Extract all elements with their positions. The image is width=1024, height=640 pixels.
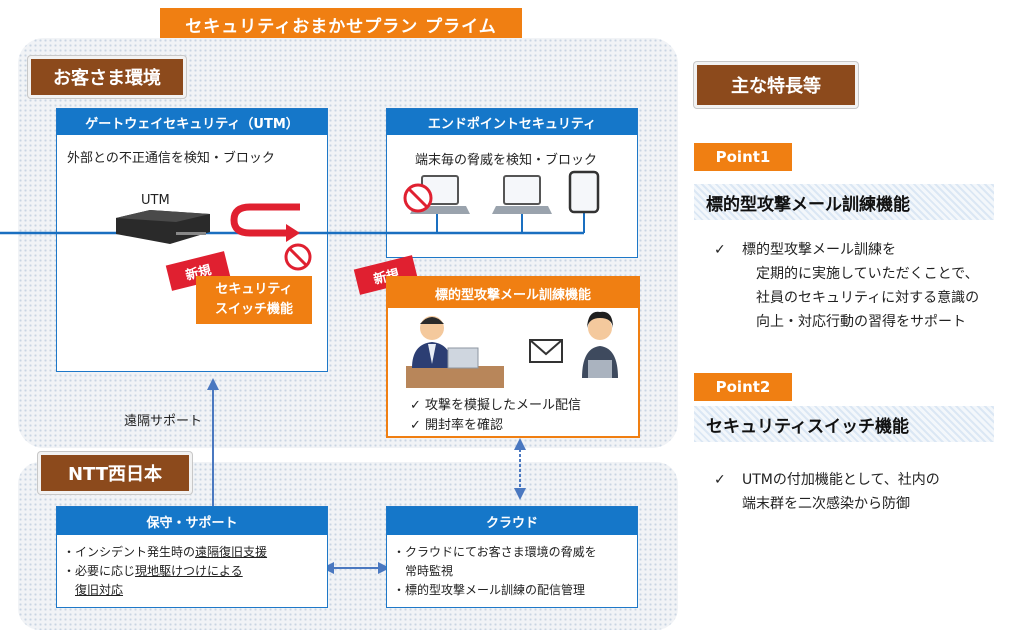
remote-support-arrow — [207, 378, 219, 508]
security-switch-box: セキュリティ スイッチ機能 — [196, 276, 312, 324]
cloud-item-1-cont: 常時監視 — [405, 564, 454, 578]
maintenance-item-1: ・インシデント発生時の遠隔復旧支援 — [63, 545, 268, 559]
plan-title: セキュリティおまかせプラン プライム — [160, 8, 522, 40]
training-cloud-arrow — [514, 438, 526, 500]
features-label: 主な特長等 — [694, 62, 858, 108]
check-icon: ✓ — [714, 242, 726, 258]
point1-line2: 定期的に実施していただくことで、 — [756, 266, 979, 282]
maintenance-cloud-arrow — [322, 562, 390, 574]
training-items: ✓ 攻撃を模擬したメール配信 ✓ 開封率を確認 — [410, 396, 581, 436]
tablet-icon — [568, 170, 600, 214]
laptop-icon-2 — [492, 175, 552, 214]
cloud-item-2: ・標的型攻撃メール訓練の配信管理 — [393, 583, 586, 597]
cloud-item-1: ・クラウドにてお客さま環境の脅威を — [393, 545, 597, 559]
training-header: 標的型攻撃メール訓練機能 — [388, 278, 638, 308]
check-icon: ✓ — [410, 398, 421, 413]
maintenance-list: ・インシデント発生時の遠隔復旧支援 ・必要に応じ現地駆けつけによる 復旧対応 — [63, 543, 267, 600]
point1-body: ✓標的型攻撃メール訓練を 定期的に実施していただくことで、 社員のセキュリティに… — [714, 238, 979, 334]
check-icon: ✓ — [714, 472, 726, 488]
gateway-desc: 外部との不正通信を検知・ブロック — [67, 151, 275, 166]
maintenance-item-2-cont: 復旧対応 — [75, 583, 124, 597]
attacker-person-icon — [406, 316, 504, 388]
check-icon: ✓ — [410, 418, 421, 433]
mail-icon — [529, 339, 563, 363]
return-arrow-icon — [230, 203, 300, 242]
endpoint-header: エンドポイントセキュリティ — [387, 109, 637, 135]
point1-line4: 向上・対応行動の習得をサポート — [756, 314, 966, 330]
training-item-2: ✓ 開封率を確認 — [410, 418, 504, 433]
prohibited-icon — [284, 243, 312, 271]
ntt-label: NTT西日本 — [38, 452, 192, 494]
blocked-icon — [403, 183, 433, 213]
maintenance-box: 保守・サポート ・インシデント発生時の遠隔復旧支援 ・必要に応じ現地駆けつけによ… — [56, 506, 328, 608]
point1-line1: ✓標的型攻撃メール訓練を — [714, 238, 979, 262]
cloud-list: ・クラウドにてお客さま環境の脅威を 常時監視 ・標的型攻撃メール訓練の配信管理 — [393, 543, 597, 600]
customer-env-label: お客さま環境 — [28, 56, 186, 98]
training-box: 標的型攻撃メール訓練機能 ✓ 攻撃を模擬したメール配信 ✓ 開封率を確認 — [386, 276, 640, 438]
remote-support-label: 遠隔サポート — [124, 414, 203, 429]
point1-title: 標的型攻撃メール訓練機能 — [694, 184, 994, 220]
endpoint-desc: 端末毎の脅威を検知・ブロック — [415, 153, 598, 168]
point2-line2: 端末群を二次感染から防御 — [742, 496, 910, 512]
gateway-header: ゲートウェイセキュリティ（UTM） — [57, 109, 327, 135]
utm-device-icon — [116, 210, 210, 244]
switch-label-line2: スイッチ機能 — [214, 302, 293, 317]
employee-person-icon — [582, 311, 618, 378]
maintenance-header: 保守・サポート — [57, 507, 327, 535]
point2-line1: ✓UTMの付加機能として、社内の — [714, 468, 940, 492]
point2-tag: Point2 — [694, 373, 792, 401]
maintenance-item-2: ・必要に応じ現地駆けつけによる — [63, 564, 243, 578]
point2-title: セキュリティスイッチ機能 — [694, 406, 994, 442]
point1-tag: Point1 — [694, 143, 792, 171]
gateway-security-box: ゲートウェイセキュリティ（UTM） 外部との不正通信を検知・ブロック UTM — [56, 108, 328, 372]
point1-line3: 社員のセキュリティに対する意識の — [756, 290, 980, 306]
utm-label: UTM — [141, 193, 170, 208]
training-illustration — [406, 311, 618, 388]
switch-label-line1: セキュリティ — [215, 282, 293, 297]
point2-body: ✓UTMの付加機能として、社内の 端末群を二次感染から防御 — [714, 468, 940, 516]
cloud-box: クラウド ・クラウドにてお客さま環境の脅威を 常時監視 ・標的型攻撃メール訓練の… — [386, 506, 638, 608]
training-item-1: ✓ 攻撃を模擬したメール配信 — [410, 398, 582, 413]
cloud-header: クラウド — [387, 507, 637, 535]
